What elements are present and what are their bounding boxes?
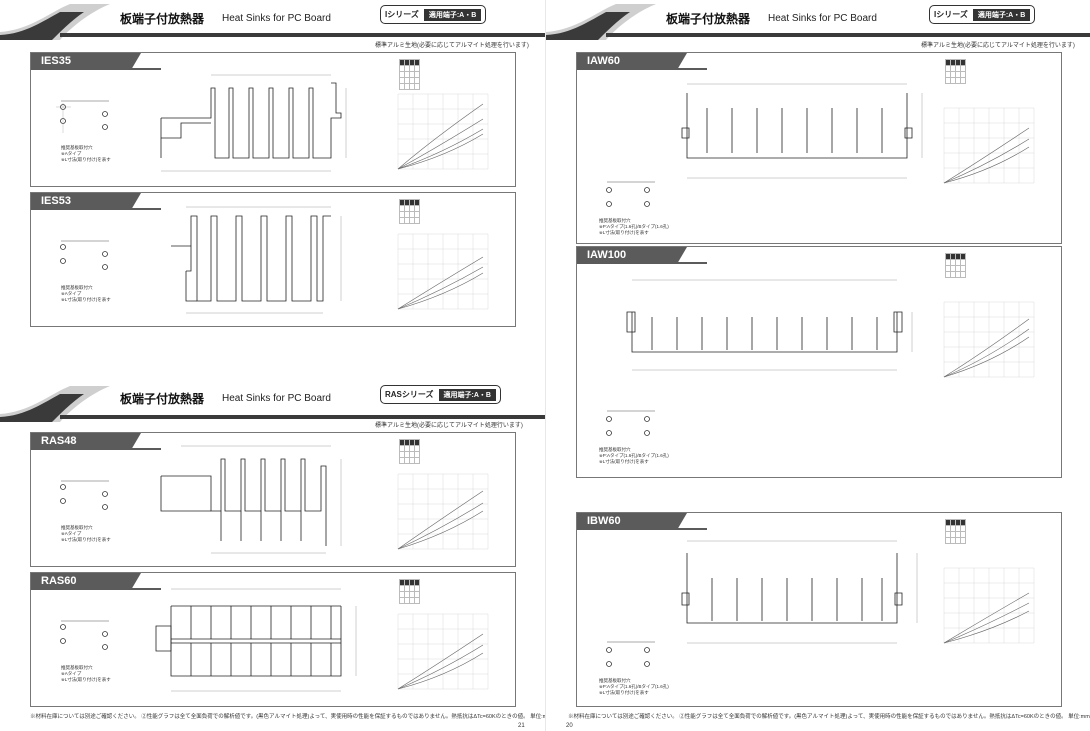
material-note: 標準アルミ生地(必要に応じてアルマイト処理を行います)	[921, 43, 1075, 49]
heatsink-profile-drawing	[681, 83, 923, 179]
thermal-resistance-graph	[943, 107, 1035, 184]
heatsink-profile-drawing	[160, 74, 347, 172]
panel-tab: RAS60	[31, 573, 161, 590]
panel-tab: IES35	[31, 53, 161, 70]
header-jp-title: 板端子付放熱器	[120, 12, 205, 26]
thermal-resistance-graph	[943, 301, 1035, 378]
series-badge: RASシリーズ 適用端子:A・B	[380, 385, 501, 404]
panel-title: IAW60	[587, 55, 621, 67]
heatsink-profile-drawing	[160, 445, 342, 554]
series-badge: Iシリーズ 適用端子:A・B	[380, 5, 487, 24]
material-note: 標準アルミ生地(必要に応じてアルマイト処理行います)	[375, 423, 523, 429]
spec-table	[399, 199, 420, 224]
footnote: ※材料在庫については別途ご確認ください。 ②性能グラフは全て全面負荷での解析値で…	[568, 714, 1090, 720]
mounting-holes-drawing	[606, 181, 655, 207]
hole-note: 推奨基板取付穴※Aタイプ※L寸法(取り付け)を表す	[61, 285, 111, 302]
panel-title: RAS48	[41, 435, 77, 447]
thermal-resistance-graph	[397, 613, 489, 690]
panel-tab: IBW60	[577, 513, 707, 530]
header-jp-title: 板端子付放熱器	[666, 12, 751, 26]
product-panel-ras60: RAS60 推奨基板取付穴※Aタイプ※L寸法(取り付け)を表す	[30, 572, 516, 707]
panel-tab: IAW60	[577, 53, 707, 70]
product-panel-ies53: IES53 推奨基板取付穴※Aタイプ※L寸法(取り付け)を表す	[30, 192, 516, 327]
spec-table	[399, 59, 420, 90]
footnote: ※材料在庫については別途ご確認ください。 ②性能グラフは全て全面負荷での解析値で…	[30, 714, 545, 720]
thermal-resistance-graph	[397, 233, 489, 310]
hole-note: 推奨基板取付穴※Aタイプ※L寸法(取り付け)を表す	[61, 665, 111, 682]
hole-note: 推奨基板取付穴※P:Aタイプ(1.6孔)/Bタイプ(1.6孔)※L寸法(取り付け…	[599, 447, 669, 464]
header-jp-title: 板端子付放熱器	[120, 392, 205, 406]
series-name: Iシリーズ	[385, 10, 419, 19]
panel-tab: IAW100	[577, 247, 707, 264]
panel-tab: IES53	[31, 193, 161, 210]
panel-title: RAS60	[41, 575, 77, 587]
header-en-title: Heat Sinks for PC Board	[222, 13, 331, 24]
spec-table	[399, 439, 420, 464]
header-swoosh	[0, 386, 545, 422]
product-panel-ibw60: IBW60 推奨基板取付穴※P:Aタイプ(1.6孔)/Bタイプ(1.6孔)※L寸…	[576, 512, 1062, 707]
spec-table	[399, 579, 420, 604]
series-tag: 適用端子:A・B	[423, 8, 482, 21]
thermal-resistance-graph	[397, 93, 489, 170]
mounting-holes-drawing	[60, 240, 109, 270]
spec-table	[945, 59, 966, 84]
page-header: 板端子付放熱器 Heat Sinks for PC Board Iシリーズ 適用…	[546, 0, 1090, 40]
left-page: 板端子付放熱器 Heat Sinks for PC Board Iシリーズ 適用…	[0, 0, 545, 729]
thermal-resistance-graph	[397, 473, 489, 550]
header-swoosh	[546, 4, 1090, 40]
heatsink-profile-drawing	[626, 279, 913, 371]
page-number: 20	[566, 723, 573, 729]
page-header: 板端子付放熱器 Heat Sinks for PC Board RASシリーズ …	[0, 382, 545, 422]
right-page: 板端子付放熱器 Heat Sinks for PC Board Iシリーズ 適用…	[545, 0, 1090, 731]
hole-note: 推奨基板取付穴※P:Aタイプ(1.6孔)/Bタイプ(1.6孔)※L寸法(取り付け…	[599, 678, 669, 695]
series-name: Iシリーズ	[934, 10, 968, 19]
hole-note: 推奨基板取付穴※P:Aタイプ(1.6孔)/Bタイプ(1.6孔)※L寸法(取り付け…	[599, 218, 669, 235]
mounting-holes-drawing	[60, 480, 109, 510]
product-panel-ies35: IES35 推奨基板取付穴※Aタイプ※L寸法(取り付け)を表す	[30, 52, 516, 187]
mounting-holes-drawing	[606, 641, 655, 667]
series-tag: 適用端子:A・B	[972, 8, 1031, 21]
heatsink-profile-drawing	[155, 588, 357, 692]
spec-table	[945, 253, 966, 278]
series-badge: Iシリーズ 適用端子:A・B	[929, 5, 1036, 24]
mounting-holes-drawing	[60, 620, 109, 650]
hole-note: 推奨基板取付穴※Aタイプ※L寸法(取り付け)を表す	[61, 525, 111, 542]
panel-title: IES53	[41, 195, 71, 207]
product-panel-ras48: RAS48 推奨基板取付穴※Aタイプ※L寸法(取り付け)を表す	[30, 432, 516, 567]
thermal-resistance-graph	[943, 567, 1035, 644]
header-en-title: Heat Sinks for PC Board	[222, 393, 331, 404]
panel-title: IBW60	[587, 515, 621, 527]
panel-title: IES35	[41, 55, 71, 67]
mounting-holes-drawing	[56, 100, 109, 133]
panel-tab: RAS48	[31, 433, 161, 450]
mounting-holes-drawing	[606, 410, 655, 436]
hole-note: 推奨基板取付穴※Aタイプ※L寸法(取り付け)を表す	[61, 145, 111, 162]
series-tag: 適用端子:A・B	[438, 388, 496, 401]
page-number: 21	[518, 723, 525, 729]
material-note: 標準アルミ生地(必要に応じてアルマイト処理を行います)	[375, 43, 529, 49]
heatsink-profile-drawing	[681, 540, 918, 644]
product-panel-iaw60: IAW60 推奨基板取付穴※P:Aタイプ(1.6孔)/Bタイプ(1.6孔)※L寸…	[576, 52, 1062, 244]
panel-title: IAW100	[587, 249, 627, 261]
heatsink-profile-drawing	[171, 206, 342, 314]
series-name: RASシリーズ	[385, 390, 434, 399]
header-swoosh	[0, 4, 545, 40]
product-panel-iaw100: IAW100 推奨基板取付穴※P:Aタイプ(1.6孔)/Bタイプ(1.6孔)※L…	[576, 246, 1062, 478]
page-header: 板端子付放熱器 Heat Sinks for PC Board Iシリーズ 適用…	[0, 0, 545, 40]
header-en-title: Heat Sinks for PC Board	[768, 13, 877, 24]
spec-table	[945, 519, 966, 544]
